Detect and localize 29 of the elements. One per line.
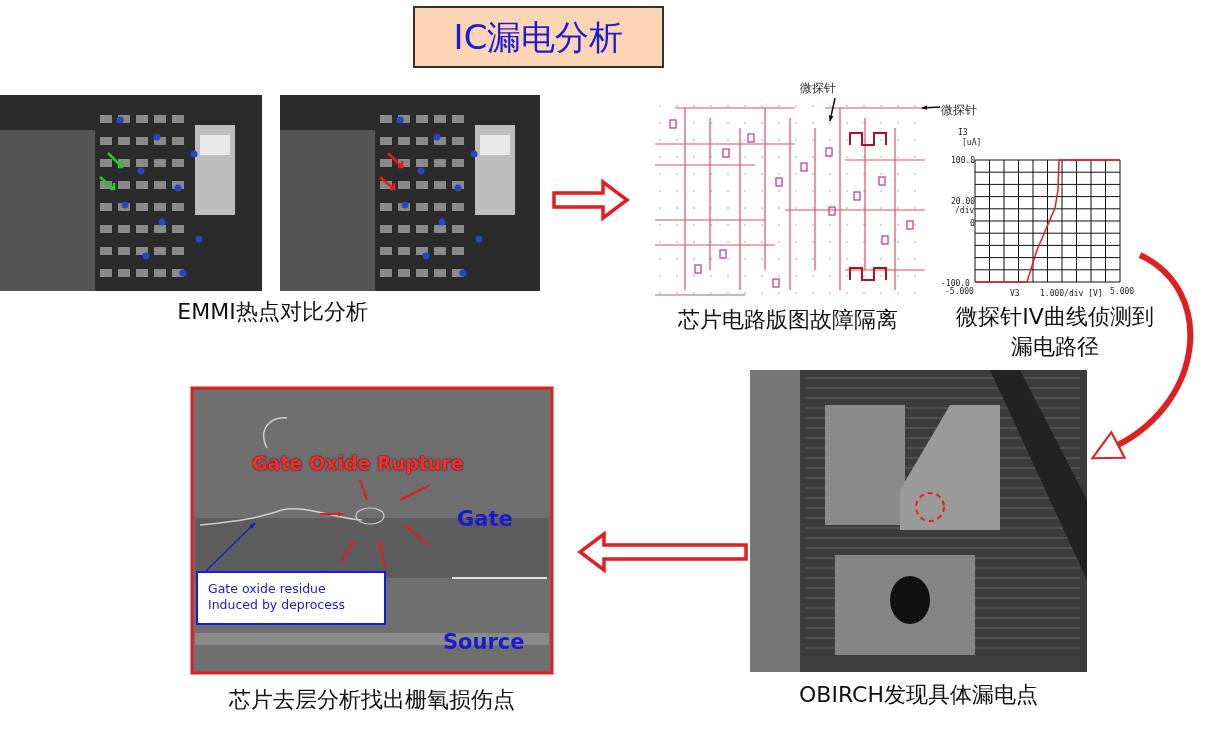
flow-arrow bbox=[577, 530, 748, 574]
tick-label: /div bbox=[955, 206, 975, 215]
curved-flow-arrow bbox=[1092, 252, 1193, 462]
note-box: Gate oxide residue Induced by deprocess bbox=[196, 571, 386, 625]
node-label: EMMI热点对比分析 bbox=[176, 298, 369, 326]
leader-line bbox=[921, 105, 941, 111]
leader-line bbox=[828, 97, 836, 122]
flow-arrow bbox=[552, 178, 630, 222]
emission-image-pair bbox=[0, 95, 540, 291]
tick-label: 5.000 bbox=[1110, 287, 1135, 296]
node-label: 芯片去层分析找出栅氧损伤点 bbox=[228, 686, 516, 714]
tick-label: 100.0 bbox=[951, 156, 976, 165]
node-label: OBIRCH发现具体漏电点 bbox=[798, 681, 1039, 709]
node-label: 微探针IV曲线侦测到漏电路径 bbox=[955, 303, 1155, 361]
tick-label: -5.000 bbox=[945, 287, 974, 296]
tick-label: -100.0 bbox=[941, 279, 970, 288]
rupture-label: Gate Oxide Rupture bbox=[252, 452, 464, 474]
title-box: IC漏电分析 bbox=[413, 6, 664, 68]
tick-label: 20.00 bbox=[951, 197, 976, 206]
node-label: 芯片电路版图故障隔离 bbox=[676, 306, 899, 334]
axis-label: [uA] bbox=[962, 138, 982, 147]
leader-line bbox=[205, 522, 256, 572]
region-label: Gate bbox=[457, 507, 513, 531]
axis-label: I3 bbox=[958, 128, 968, 137]
region-label: Source bbox=[443, 630, 525, 654]
probe-label: 微探针 bbox=[800, 80, 836, 97]
obirch-image bbox=[750, 370, 1087, 672]
probe-label: 微探针 bbox=[941, 102, 977, 119]
tick-label: 0 bbox=[970, 219, 975, 228]
